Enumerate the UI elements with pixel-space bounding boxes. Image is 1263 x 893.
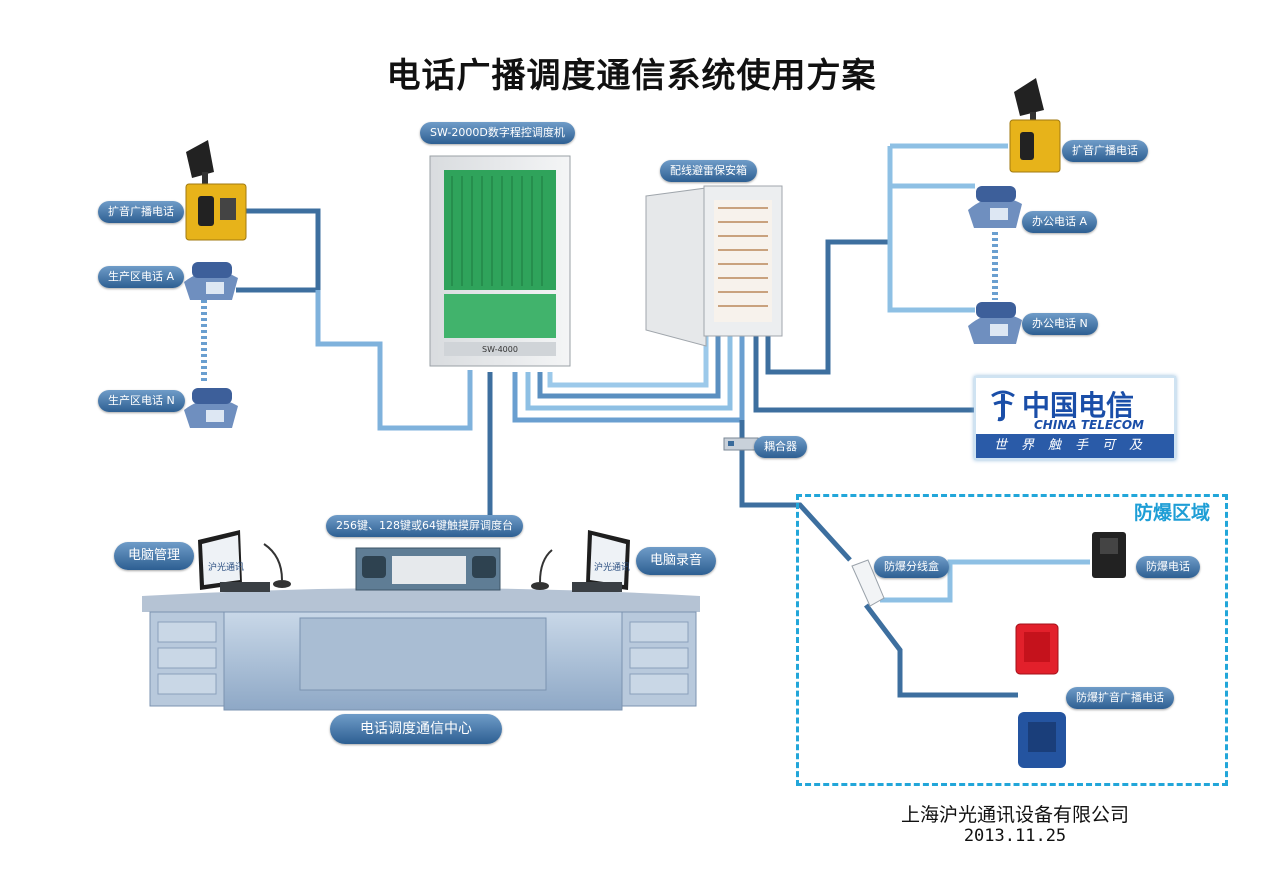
explosion-proof-zone [796,494,1228,786]
right-broadcast-phone-label: 扩音广播电话 [1062,140,1148,162]
ex-junction-label: 防爆分线盒 [874,556,949,578]
center-label: 电话调度通信中心 [330,714,502,744]
ex-phone-label: 防爆电话 [1136,556,1200,578]
left-phone-a-device [184,262,238,300]
microphone-devices [263,543,553,590]
protection-box-label: 配线避雷保安箱 [660,160,757,182]
explosion-proof-zone-label: 防爆区域 [1134,502,1211,524]
left-monitor-device [198,530,270,592]
left-monitor-text: 沪光通讯 [208,563,245,573]
coupler-device [723,437,759,451]
left-phone-n-device [184,388,238,428]
ex-broadcast-phone-device [1015,623,1066,768]
right-phone-n-device [968,302,1022,344]
left-phone-n-label: 生产区电话 N [98,390,185,412]
left-phone-a-label: 生产区电话 A [98,266,185,288]
company-name: 上海沪光通讯设备有限公司 [900,804,1129,826]
coupler-label: 耦合器 [754,436,807,458]
china-telecom-logo: 中国电信 CHINA TELECOM 世界触手可及 [974,376,1176,460]
console-label: 256键、128键或64键触摸屏调度台 [326,515,523,537]
telecom-swirl-icon [991,390,1015,422]
dispatch-console-device [355,547,501,591]
protection-box [645,185,783,347]
switch-label: SW-2000D数字程控调度机 [420,122,575,144]
right-wiring [739,143,1008,562]
pc-record-label: 电脑录音 [636,547,717,575]
switch-brand-text: SW-4000 [482,345,518,354]
right-phone-a-device [968,186,1022,228]
right-broadcast-phone-device [1009,78,1061,173]
left-broadcast-phone-label: 扩音广播电话 [98,201,184,223]
ex-phone-device [1092,532,1126,578]
center-wiring [487,336,745,518]
ex-wiring [864,559,1090,698]
switch-cabinet [429,155,571,367]
ex-broadcast-phone-label: 防爆扩音广播电话 [1066,687,1174,709]
console-desk [142,588,700,711]
telecom-name-cn: 中国电信 [1022,389,1135,422]
right-phone-n-label: 办公电话 N [1022,313,1098,335]
document-date: 2013.11.25 [963,826,1067,846]
left-wiring [201,208,473,431]
ex-junction-box-device [851,559,885,607]
telecom-slogan: 世界触手可及 [976,434,1174,458]
page-title: 电话广播调度通信系统使用方案 [386,56,877,96]
right-phone-a-label: 办公电话 A [1022,211,1098,233]
left-broadcast-phone-device [185,140,247,241]
right-monitor-device [572,530,630,592]
right-monitor-text: 沪光通讯 [594,563,631,573]
telecom-name-en: CHINA TELECOM [1034,418,1144,432]
pc-manage-label: 电脑管理 [114,542,195,570]
